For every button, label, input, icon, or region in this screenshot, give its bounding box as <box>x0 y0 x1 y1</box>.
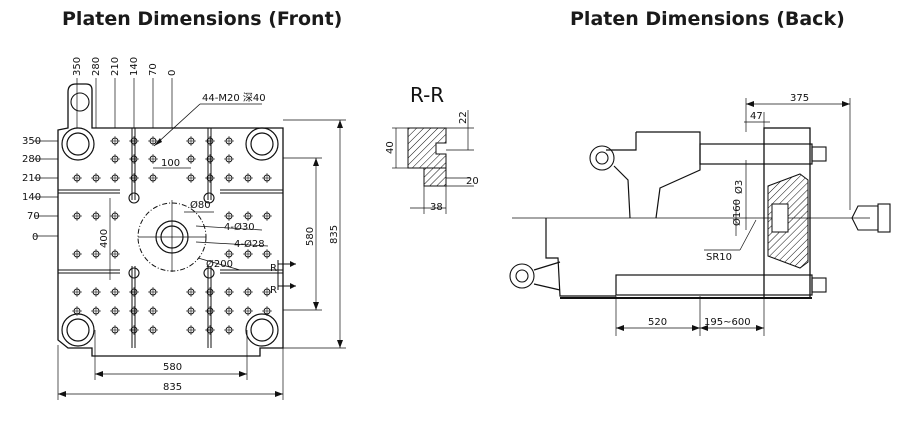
back-dim-stroke: 195~600 <box>704 317 751 328</box>
top-tick-70: 70 <box>148 63 159 76</box>
dim-100: 100 <box>161 158 180 169</box>
left-tick-210: 210 <box>22 173 41 184</box>
front-platen-drawing: 350 280 210 140 70 0 350 280 210 140 70 … <box>22 57 346 400</box>
dim-835-horizontal: 835 <box>163 382 182 393</box>
left-tick-350: 350 <box>22 136 41 147</box>
back-platen-drawing: 375 47 Ø3 Ø160 SR10 520 195~600 <box>509 93 891 336</box>
back-dim-sr10: SR10 <box>706 252 732 263</box>
top-tick-210: 210 <box>110 57 121 76</box>
top-tick-350: 350 <box>72 57 83 76</box>
dim-400: 400 <box>99 229 110 248</box>
left-tick-0: 0 <box>32 232 38 243</box>
section-dim-22: 22 <box>458 111 469 124</box>
top-tick-140: 140 <box>129 57 140 76</box>
holes-4-dia-28: 4-Ø28 <box>234 238 265 250</box>
dim-dia-80: Ø80 <box>190 199 211 211</box>
section-mark-lower: R <box>270 285 277 296</box>
back-dim-520: 520 <box>648 317 667 328</box>
dim-580-vertical: 580 <box>305 227 316 246</box>
section-dim-38: 38 <box>430 202 443 213</box>
section-label: R-R <box>410 83 444 107</box>
top-coordinate-ticks: 350 280 210 140 70 0 <box>72 57 178 128</box>
section-rr-drawing: R-R 40 22 20 38 <box>385 83 479 214</box>
dim-835-vertical: 835 <box>329 225 340 244</box>
holes-4-dia-30: 4-Ø30 <box>224 221 255 233</box>
section-dim-40: 40 <box>385 141 396 154</box>
front-title: Platen Dimensions (Front) <box>62 8 343 30</box>
left-tick-280: 280 <box>22 154 41 165</box>
left-tick-140: 140 <box>22 192 41 203</box>
back-title: Platen Dimensions (Back) <box>570 8 845 30</box>
left-coordinate-ticks: 350 280 210 140 70 0 <box>22 136 58 243</box>
section-dim-20: 20 <box>466 176 479 187</box>
tapped-hole-grid <box>72 136 272 335</box>
back-dim-47: 47 <box>750 111 763 122</box>
left-tick-70: 70 <box>27 211 40 222</box>
tap-hole-callout: 44-M20 深40 <box>202 92 266 104</box>
section-mark-upper: R <box>270 263 277 274</box>
dim-580-horizontal: 580 <box>163 362 182 373</box>
back-dim-dia-3: Ø3 <box>733 180 745 194</box>
back-dim-dia-160: Ø160 <box>731 199 743 226</box>
top-tick-0: 0 <box>167 70 178 76</box>
back-dim-375: 375 <box>790 93 809 104</box>
top-tick-280: 280 <box>91 57 102 76</box>
